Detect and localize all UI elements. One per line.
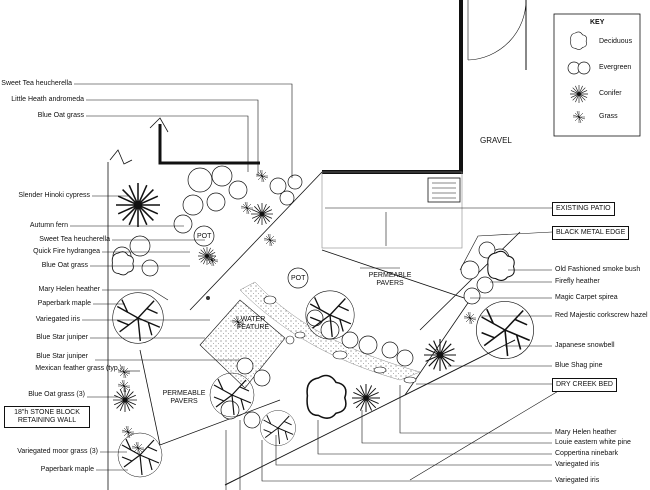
pot-label-right: POT xyxy=(291,275,306,282)
pavers-left-line-2: PAVERS xyxy=(170,398,198,405)
label-paperbark-maple-bottom: Paperbark maple xyxy=(40,466,94,473)
retaining-wall-callout: 18"h STONE BLOCK RETAINING WALL xyxy=(4,406,90,428)
key-deciduous-label: Deciduous xyxy=(599,38,633,45)
pavers-right-line-2: PAVERS xyxy=(376,280,404,287)
label-louie-eastern-white-pine: Louie eastern white pine xyxy=(555,439,631,446)
label-red-majestic-corkscrew-hazel: Red Majestic corkscrew hazel xyxy=(555,312,648,319)
label-mary-helen-heather-bottom: Mary Helen heather xyxy=(555,429,617,436)
key-grass-label: Grass xyxy=(599,113,618,120)
label-little-heath-andromeda: Little Heath andromeda xyxy=(11,96,84,103)
black-metal-edge-callout: BLACK METAL EDGE xyxy=(552,226,630,240)
retaining-wall-line-1: 18"h STONE BLOCK xyxy=(14,409,80,416)
label-japanese-snowbell: Japanese snowbell xyxy=(555,342,615,349)
label-autumn-fern: Autumn fern xyxy=(29,222,68,229)
label-sweet-tea-heucherella-top: Sweet Tea heucherella xyxy=(1,80,72,87)
label-blue-oat-grass: Blue Oat grass xyxy=(41,262,88,269)
label-mexican-feather-grass: Mexican feather grass (typ.) xyxy=(35,365,122,372)
label-variegated-moor-grass: Variegated moor grass (3) xyxy=(17,448,98,455)
pavers-right-line-1: PERMEABLE xyxy=(368,272,412,279)
label-variegated-iris-bottom-2: Variegated iris xyxy=(555,477,600,484)
pavers-left-line-1: PERMEABLE xyxy=(162,390,206,397)
key-conifer-label: Conifer xyxy=(599,90,622,97)
gravel-area-label: GRAVEL xyxy=(480,136,512,145)
label-old-fashioned-smoke-bush: Old Fashioned smoke bush xyxy=(555,266,641,273)
key-title: KEY xyxy=(590,19,605,26)
key-evergreen-label: Evergreen xyxy=(599,64,632,71)
label-firefly-heather: Firefly heather xyxy=(555,278,600,285)
label-mary-helen-heather-left: Mary Helen heather xyxy=(38,286,100,293)
existing-patio-callout: EXISTING PATIO xyxy=(552,202,615,216)
label-variegated-iris-left: Variegated iris xyxy=(35,316,80,323)
water-feature-label: WATER FEATURE xyxy=(228,316,278,332)
dry-creek-bed-callout: DRY CREEK BED xyxy=(552,378,617,392)
label-blue-star-juniper-2: Blue Star juniper xyxy=(36,353,88,360)
label-magic-carpet-spirea: Magic Carpet spirea xyxy=(555,294,618,301)
label-variegated-iris-bottom-1: Variegated iris xyxy=(555,461,600,468)
label-coppertina-ninebark: Coppertina ninebark xyxy=(555,450,619,457)
permeable-pavers-right-label: PERMEABLE PAVERS xyxy=(360,272,420,288)
label-slender-hinoki-cypress: Slender Hinoki cypress xyxy=(18,192,90,199)
retaining-wall-line-2: RETAINING WALL xyxy=(17,417,77,424)
water-feature-line-2: FEATURE xyxy=(236,324,270,331)
label-blue-oat-grass-top: Blue Oat grass xyxy=(37,112,84,119)
label-quick-fire-hydrangea: Quick Fire hydrangea xyxy=(33,248,100,255)
label-blue-oat-grass-3: Blue Oat grass (3) xyxy=(28,391,85,398)
label-sweet-tea-heucherella: Sweet Tea heucherella xyxy=(39,236,110,243)
water-feature-line-1: WATER xyxy=(240,316,266,323)
label-blue-star-juniper-1: Blue Star juniper xyxy=(36,334,88,341)
label-paperbark-maple-top: Paperbark maple xyxy=(37,300,91,307)
pot-label-left: POT xyxy=(197,233,212,240)
label-blue-shag-pine: Blue Shag pine xyxy=(555,362,603,369)
permeable-pavers-left-label: PERMEABLE PAVERS xyxy=(154,390,214,406)
